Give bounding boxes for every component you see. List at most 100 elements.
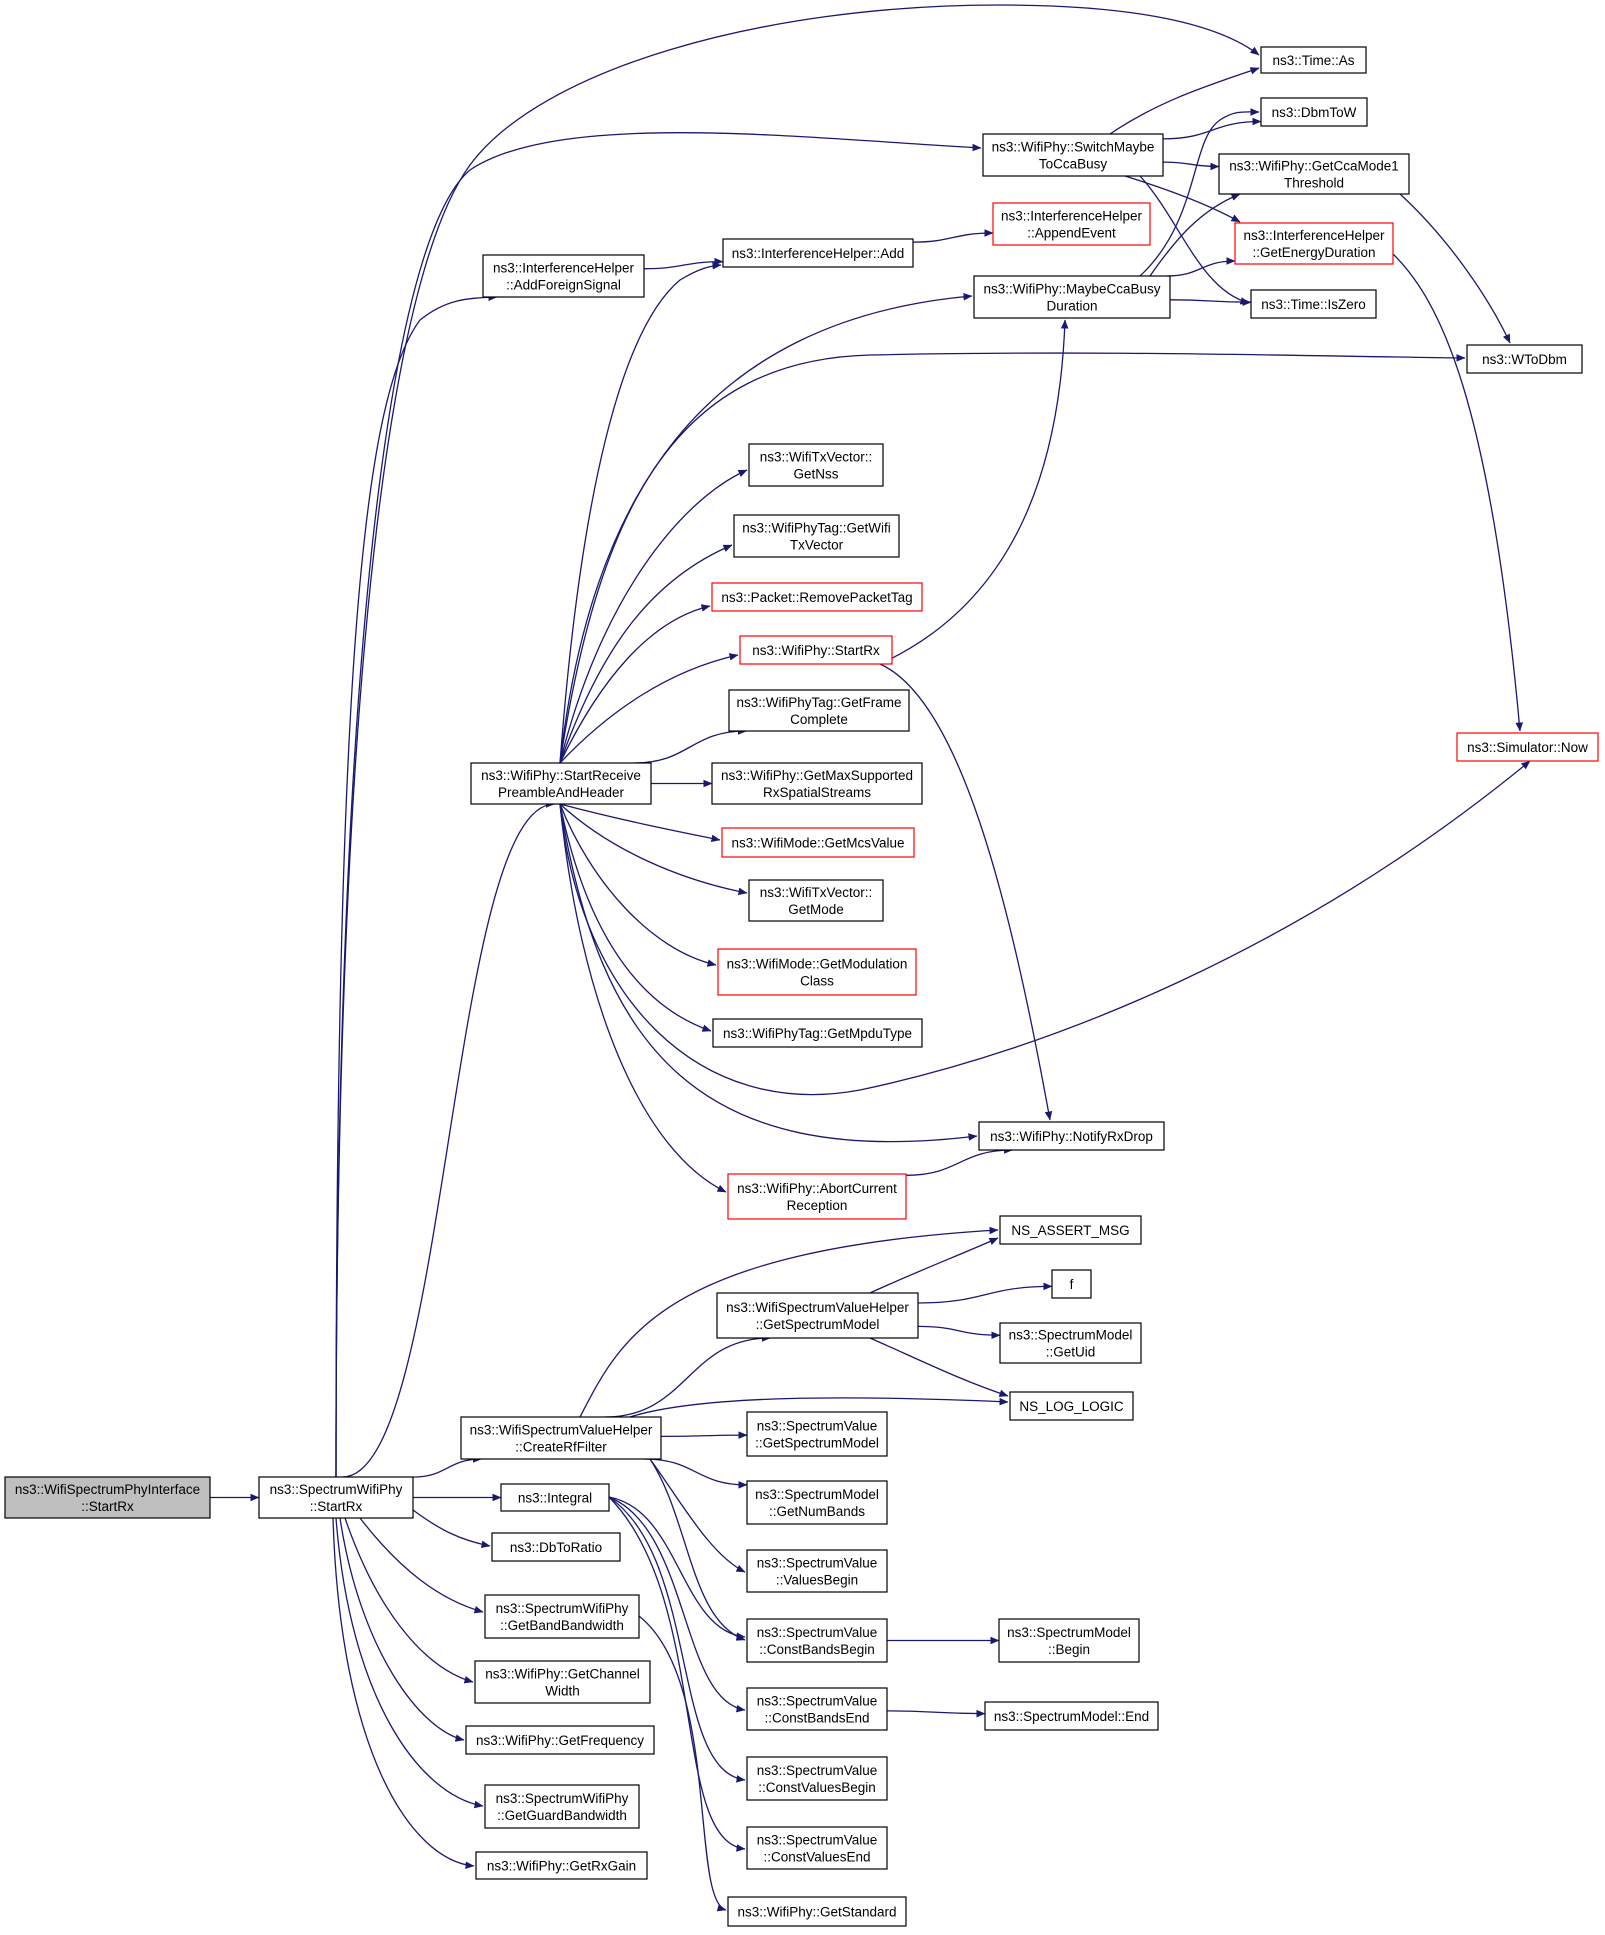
edge-integral-to-cvalues_begin [608, 1496, 746, 1783]
node-root[interactable]: ns3::WifiSpectrumPhyInterface::StartRx [4, 1476, 211, 1519]
node-box [465, 1725, 655, 1755]
node-label: ns3::WifiSpectrumValueHelper [726, 1300, 909, 1315]
node-start_preamble[interactable]: ns3::WifiPhy::StartReceivePreambleAndHea… [470, 762, 652, 805]
node-label: ns3::WifiTxVector:: [760, 450, 873, 465]
node-add_foreign[interactable]: ns3::InterferenceHelper::AddForeignSigna… [482, 254, 645, 298]
node-iszero[interactable]: ns3::Time::IsZero [1250, 289, 1377, 319]
node-label: ns3::SpectrumValue [757, 1419, 878, 1434]
node-label: ns3::InterferenceHelper [493, 261, 635, 276]
node-f[interactable]: f [1051, 1269, 1092, 1299]
node-cvalues_begin[interactable]: ns3::SpectrumValue::ConstValuesBegin [746, 1756, 888, 1801]
node-box [482, 254, 645, 298]
node-label: ns3::SpectrumModel [1007, 1625, 1131, 1640]
edge-start_preamble-to-frame_complete [633, 727, 747, 764]
edge-switch_cca-to-energy_dur [1124, 175, 1241, 223]
node-max_streams[interactable]: ns3::WifiPhy::GetMaxSupportedRxSpatialSt… [711, 762, 923, 805]
node-integral[interactable]: ns3::Integral [500, 1483, 610, 1512]
edge-start_preamble-to-sim_now [559, 760, 1531, 1096]
node-box [258, 1476, 414, 1519]
node-time_as[interactable]: ns3::Time::As [1260, 46, 1367, 74]
node-box [717, 948, 917, 996]
node-get_spec_model[interactable]: ns3::WifiSpectrumValueHelper::GetSpectru… [716, 1292, 919, 1339]
edge-create_rf-to-get_spec_model [604, 1334, 771, 1418]
node-ih_add[interactable]: ns3::InterferenceHelper::Add [722, 238, 914, 268]
node-wp_startrx[interactable]: ns3::WifiPhy::StartRx [739, 635, 893, 665]
node-create_rf[interactable]: ns3::WifiSpectrumValueHelper::CreateRfFi… [460, 1416, 662, 1460]
edge-create_rf-to-cbands_begin [649, 1458, 746, 1641]
node-label: ns3::WifiPhyTag::GetMpduType [723, 1026, 912, 1041]
node-box [727, 1173, 907, 1220]
node-cvalues_end[interactable]: ns3::SpectrumValue::ConstValuesEnd [746, 1826, 888, 1870]
node-cbands_end[interactable]: ns3::SpectrumValue::ConstBandsEnd [746, 1687, 888, 1731]
node-box [728, 689, 910, 732]
node-label: ns3::WToDbm [1482, 352, 1567, 367]
node-mpdu_type[interactable]: ns3::WifiPhyTag::GetMpduType [712, 1018, 923, 1048]
node-dbtoratio[interactable]: ns3::DbToRatio [491, 1532, 621, 1562]
node-ns_assert[interactable]: NS_ASSERT_MSG [999, 1215, 1142, 1245]
node-mcs_value[interactable]: ns3::WifiMode::GetMcsValue [721, 827, 915, 858]
node-sm_begin[interactable]: ns3::SpectrumModel::Begin [998, 1618, 1140, 1663]
node-numbands[interactable]: ns3::SpectrumModel::GetNumBands [746, 1480, 888, 1525]
edge-sp_startrx-to-chan_width [344, 1517, 474, 1684]
edge-integral-to-cbands_begin [608, 1496, 746, 1640]
node-notify_drop[interactable]: ns3::WifiPhy::NotifyRxDrop [978, 1121, 1165, 1151]
node-get_standard[interactable]: ns3::WifiPhy::GetStandard [727, 1896, 907, 1927]
edge-create_rf-to-ns_assert [579, 1226, 999, 1418]
edge-start_preamble-to-ih_add [559, 262, 722, 764]
node-dbmtow[interactable]: ns3::DbmToW [1260, 97, 1368, 127]
node-sv_getmodel[interactable]: ns3::SpectrumValue::GetSpectrumModel [746, 1411, 888, 1457]
edge-sp_startrx-to-get_freq [339, 1517, 465, 1742]
node-box [1234, 222, 1394, 265]
node-label: ns3::Time::IsZero [1261, 297, 1366, 312]
node-energy_dur[interactable]: ns3::InterferenceHelper::GetEnergyDurati… [1234, 222, 1394, 265]
edge-start_preamble-to-txv_mode [559, 803, 748, 896]
node-getnss[interactable]: ns3::WifiTxVector::GetNss [748, 443, 884, 487]
node-append_event[interactable]: ns3::InterferenceHelper::AppendEvent [992, 202, 1151, 246]
node-cbands_begin[interactable]: ns3::SpectrumValue::ConstBandsBegin [746, 1618, 888, 1663]
node-label: ns3::WifiTxVector:: [760, 885, 873, 900]
node-getuid[interactable]: ns3::SpectrumModel::GetUid [999, 1322, 1142, 1364]
node-sm_end[interactable]: ns3::SpectrumModel::End [984, 1701, 1159, 1731]
node-sp_startrx[interactable]: ns3::SpectrumWifiPhy::StartRx [258, 1476, 414, 1519]
node-values_begin[interactable]: ns3::SpectrumValue::ValuesBegin [746, 1549, 888, 1593]
node-rx_gain[interactable]: ns3::WifiPhy::GetRxGain [475, 1851, 648, 1880]
node-label: ::AppendEvent [1027, 226, 1116, 241]
node-label: ns3::DbToRatio [510, 1540, 602, 1555]
node-box [475, 1851, 648, 1880]
node-label: ns3::InterferenceHelper [1243, 228, 1385, 243]
node-guard_bw[interactable]: ns3::SpectrumWifiPhy::GetGuardBandwidth [484, 1784, 640, 1829]
node-sim_now[interactable]: ns3::Simulator::Now [1456, 732, 1599, 762]
node-label: ns3::SpectrumWifiPhy [496, 1791, 629, 1806]
node-label: ns3::Simulator::Now [1467, 740, 1588, 755]
node-label: ::GetGuardBandwidth [497, 1808, 627, 1823]
node-remove_tag[interactable]: ns3::Packet::RemovePacketTag [711, 582, 923, 612]
edge-sp_startrx-to-create_rf [412, 1455, 483, 1478]
edge-switch_cca-to-iszero [1139, 175, 1250, 305]
node-box [998, 1618, 1140, 1663]
node-label: ns3::Integral [518, 1491, 592, 1506]
node-wtodbm[interactable]: ns3::WToDbm [1466, 344, 1583, 374]
node-label: ns3::SpectrumModel::End [994, 1709, 1149, 1724]
node-label: ns3::WifiPhy::GetStandard [737, 1905, 896, 1920]
node-label: ::GetSpectrumModel [756, 1317, 880, 1332]
edge-sp_startrx-to-switch_cca [335, 132, 982, 1478]
node-box [491, 1532, 621, 1562]
node-label: ns3::SpectrumModel [755, 1487, 879, 1502]
edge-maybe_cca-to-dbmtow [1139, 108, 1260, 277]
edge-wp_startrx-to-maybe_cca [879, 319, 1069, 665]
node-ns_log[interactable]: NS_LOG_LOGIC [1009, 1391, 1134, 1421]
node-band_bw[interactable]: ns3::SpectrumWifiPhy::GetBandBandwidth [484, 1594, 640, 1639]
node-box [711, 762, 923, 805]
node-get_freq[interactable]: ns3::WifiPhy::GetFrequency [465, 1725, 655, 1755]
edge-sp_startrx-to-start_preamble [342, 800, 555, 1478]
node-label: ns3::SpectrumValue [757, 1694, 878, 1709]
node-txv_mode[interactable]: ns3::WifiTxVector::GetMode [748, 879, 884, 922]
